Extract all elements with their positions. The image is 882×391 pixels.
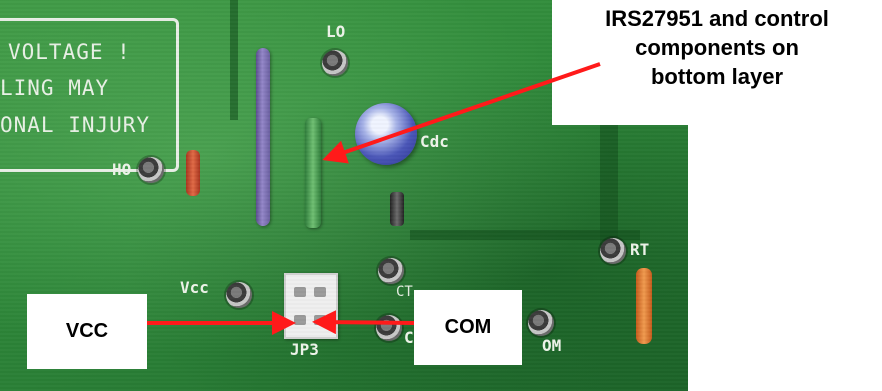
- ho-pad: [138, 157, 164, 183]
- com-partial-label: OM: [542, 336, 562, 355]
- rt-pad: [600, 238, 626, 264]
- jp3-pin: [314, 315, 326, 325]
- warning-line-3: ONAL INJURY: [0, 113, 151, 137]
- vcc-pad: [226, 282, 252, 308]
- small-component: [390, 192, 404, 226]
- jp3-connector: [284, 273, 338, 339]
- green-resistor: [305, 118, 321, 228]
- red-resistor: [186, 150, 200, 196]
- com-pad: [528, 310, 554, 336]
- co-label: C: [404, 328, 414, 347]
- ct-label: CT: [396, 284, 413, 300]
- co-pad: [376, 315, 402, 341]
- purple-resistor: [256, 48, 270, 226]
- callout-line-1: IRS27951 and control: [605, 6, 829, 31]
- lo-pad: [322, 50, 348, 76]
- com-callout: COM: [414, 290, 522, 365]
- jp3-label: JP3: [290, 340, 319, 359]
- pcb-trace: [230, 0, 238, 120]
- jp3-pin: [314, 287, 326, 297]
- rt-label: RT: [630, 240, 650, 259]
- warning-silkscreen-box: [0, 18, 179, 172]
- cdc-label: Cdc: [420, 132, 449, 151]
- lo-label: LO: [326, 22, 346, 41]
- warning-line-2: LING MAY: [0, 76, 110, 100]
- vcc-label: Vcc: [180, 278, 209, 297]
- ho-label: HO: [112, 160, 132, 179]
- warning-line-1: VOLTAGE !: [8, 40, 131, 64]
- callout-line-3: bottom layer: [650, 64, 784, 89]
- orange-resistor: [636, 268, 652, 344]
- cdc-capacitor: [355, 103, 417, 165]
- callout-line-2: components on: [635, 35, 799, 60]
- bottom-layer-callout: IRS27951 and control components on botto…: [552, 0, 882, 125]
- pcb-trace: [410, 230, 640, 240]
- ct-pad: [378, 258, 404, 284]
- jp3-pin: [294, 315, 306, 325]
- vcc-callout: VCC: [27, 294, 147, 369]
- jp3-pin: [294, 287, 306, 297]
